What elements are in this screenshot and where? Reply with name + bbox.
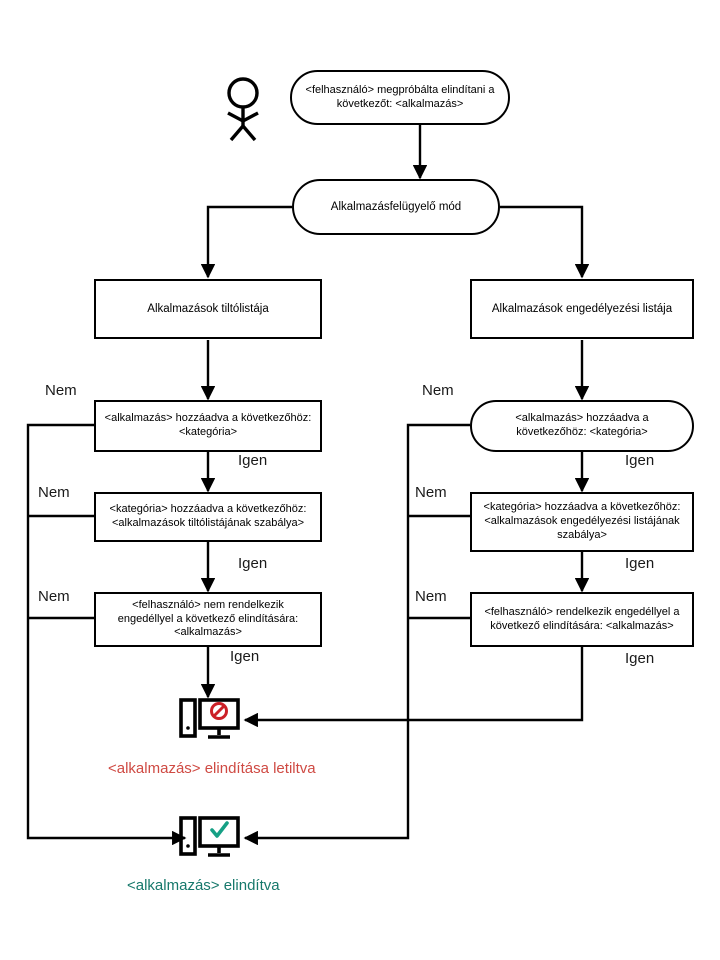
edge-label-no-deny-1: Nem	[45, 382, 77, 399]
computer-blocked-icon	[179, 698, 240, 739]
node-start[interactable]: <felhasználó> megpróbálta elindítani a k…	[290, 70, 510, 125]
edge-label-yes-allow-1: Igen	[625, 452, 655, 469]
edge-label-yes-deny-1: Igen	[238, 452, 268, 469]
edge-label-yes-deny-2: Igen	[238, 555, 268, 572]
node-allow-q1-label: <alkalmazás> hozzáadva a következőhöz: <…	[515, 412, 649, 438]
outcome-allowed-label: <alkalmazás> elindítva	[127, 877, 280, 894]
node-allowlist-label: Alkalmazások engedélyezési listája	[491, 302, 673, 315]
node-allow-q2-label: <kategória> hozzáadva a következőhöz: <a…	[483, 501, 681, 541]
node-deny-q3[interactable]: <felhasználó> nem rendelkezik engedéllye…	[94, 592, 322, 647]
edge-label-yes-deny-3: Igen	[230, 648, 260, 665]
edge-label-no-allow-3: Nem	[415, 588, 447, 605]
edge-label-yes-allow-3: Igen	[625, 650, 655, 667]
node-deny-q1-label: <alkalmazás> hozzáadva a következőhöz: <…	[104, 412, 312, 438]
node-start-label: <felhasználó> megpróbálta elindítani a k…	[305, 83, 495, 110]
edge-label-yes-allow-2: Igen	[625, 555, 655, 572]
node-allow-q1[interactable]: <alkalmazás> hozzáadva a következőhöz: <…	[470, 400, 694, 452]
computer-allowed-icon	[179, 816, 240, 857]
node-allow-q3-label: <felhasználó> rendelkezik engedéllyel a …	[484, 605, 680, 632]
outcome-blocked-label: <alkalmazás> elindítása letiltva	[108, 760, 316, 777]
node-deny-q1[interactable]: <alkalmazás> hozzáadva a következőhöz: <…	[94, 400, 322, 452]
person-icon	[227, 77, 259, 142]
node-deny-q2[interactable]: <kategória> hozzáadva a következőhöz: <a…	[94, 492, 322, 542]
edge-label-no-deny-2: Nem	[38, 484, 70, 501]
node-deny-q2-label: <kategória> hozzáadva a következőhöz: <a…	[109, 503, 307, 529]
node-control-mode-label: Alkalmazásfelügyelő mód	[330, 200, 462, 213]
node-allow-q2[interactable]: <kategória> hozzáadva a következőhöz: <a…	[470, 492, 694, 552]
node-allowlist[interactable]: Alkalmazások engedélyezési listája	[470, 279, 694, 339]
edge-label-no-allow-2: Nem	[415, 484, 447, 501]
node-control-mode[interactable]: Alkalmazásfelügyelő mód	[292, 179, 500, 235]
edge-label-no-deny-3: Nem	[38, 588, 70, 605]
node-denylist[interactable]: Alkalmazások tiltólistája	[94, 279, 322, 339]
node-denylist-label: Alkalmazások tiltólistája	[147, 302, 269, 315]
edge-label-no-allow-1: Nem	[422, 382, 454, 399]
node-allow-q3[interactable]: <felhasználó> rendelkezik engedéllyel a …	[470, 592, 694, 647]
node-deny-q3-label: <felhasználó> nem rendelkezik engedéllye…	[117, 598, 299, 639]
